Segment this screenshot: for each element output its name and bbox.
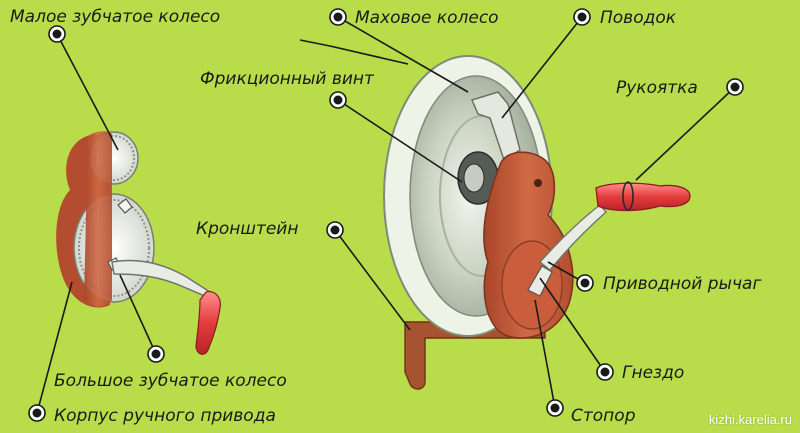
dot-flywheel <box>329 8 347 26</box>
dot-bracket <box>326 221 344 239</box>
leader-lines <box>36 16 736 414</box>
dot-friction-screw <box>329 91 347 109</box>
drive-lever-tip <box>527 265 553 297</box>
large-gear-teeth <box>78 199 150 297</box>
housing-screw <box>534 179 542 187</box>
dot-stopper <box>546 399 564 417</box>
label-socket: Гнездо <box>622 363 684 383</box>
handle-collar <box>622 181 634 211</box>
leader-driver <box>501 16 583 119</box>
dot-small-gear <box>48 25 66 43</box>
dot-driver <box>573 8 591 26</box>
dot-handle <box>726 78 744 96</box>
left-hand-drive <box>56 131 221 355</box>
dot-drive-lever <box>576 274 594 292</box>
callout-dots <box>28 8 744 422</box>
housing-rim <box>84 131 112 307</box>
dot-housing <box>28 404 46 422</box>
label-drive-lever: Приводной рычаг <box>603 274 761 294</box>
label-driver: Поводок <box>600 8 677 28</box>
label-friction-screw: Фрикционный винт <box>200 69 375 89</box>
leader-handle <box>635 86 736 181</box>
leader-socket <box>539 277 606 373</box>
leader-bracket <box>334 229 411 331</box>
leader-flywheel-2 <box>299 39 409 65</box>
dot-large-gear <box>147 345 165 363</box>
crank-rod <box>538 204 607 271</box>
label-small-gear: Малое зубчатое колесо <box>10 7 220 27</box>
left-handle <box>195 291 221 355</box>
right-hand-drive <box>383 55 691 390</box>
label-bracket: Кронштейн <box>196 219 298 239</box>
leader-flywheel <box>337 16 469 93</box>
leader-housing <box>36 281 73 414</box>
right-handle <box>595 182 691 212</box>
label-flywheel: Маховое колесо <box>355 8 499 28</box>
label-housing: Корпус ручного привода <box>54 406 276 426</box>
bolt-upper <box>117 198 133 214</box>
leader-small-gear <box>56 33 119 151</box>
label-stopper: Стопор <box>571 406 636 426</box>
label-handle: Рукоятка <box>616 78 698 98</box>
source-credit: kizhi.karelia.ru <box>708 412 792 427</box>
friction-screw-cap <box>463 163 485 193</box>
leader-stopper <box>534 299 556 409</box>
labels: Малое зубчатое колесо Маховое колесо Пов… <box>10 7 761 426</box>
dot-socket <box>596 363 614 381</box>
leader-friction-screw <box>337 99 463 183</box>
label-large-gear: Большое зубчатое колесо <box>54 371 287 391</box>
leader-large-gear <box>119 274 157 355</box>
